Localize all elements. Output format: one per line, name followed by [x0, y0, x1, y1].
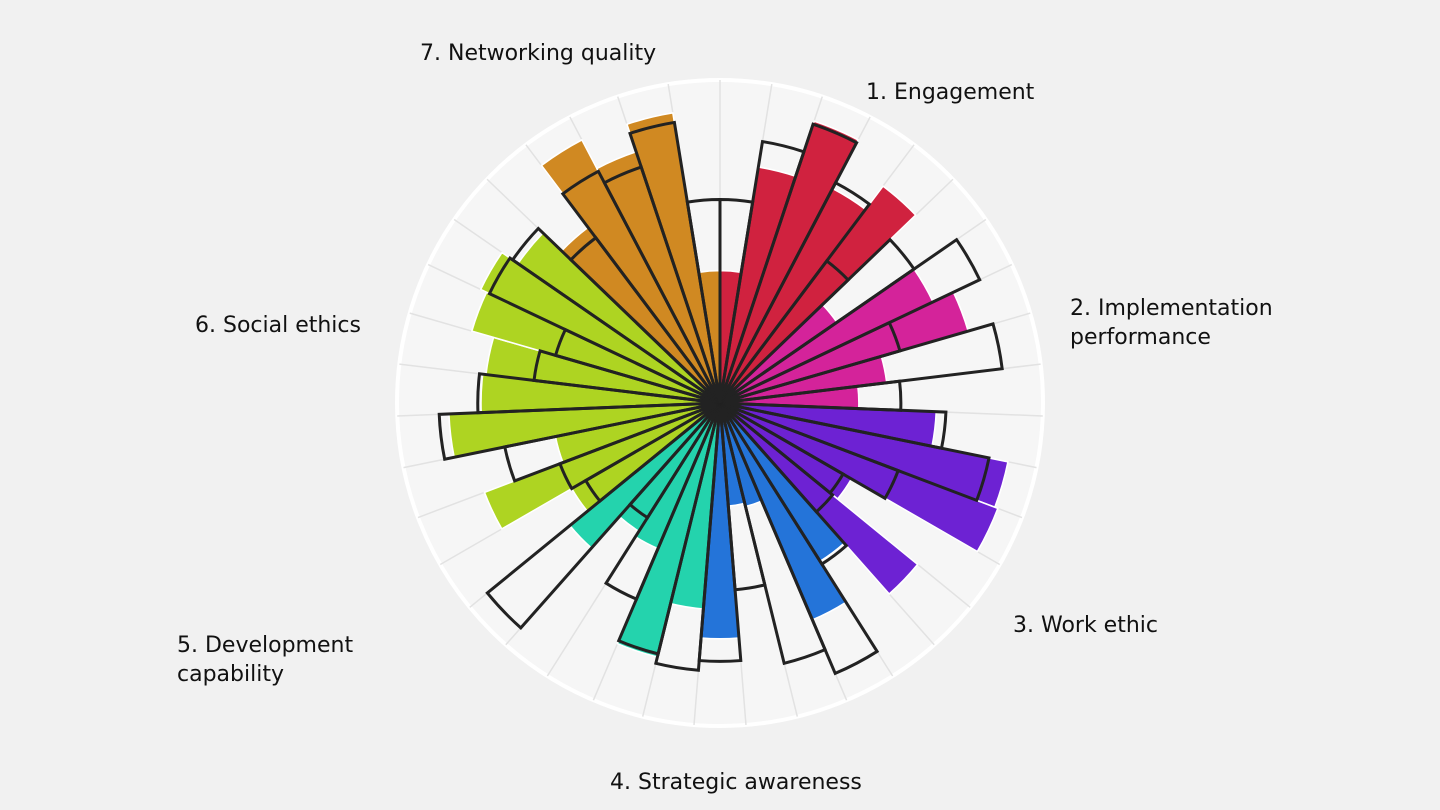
target-outline-g5-3 [603, 402, 722, 602]
group-label-work-ethic: 3. Work ethic [1013, 613, 1158, 638]
target-outline-g6-9 [510, 226, 722, 405]
target-outline-g5-5 [485, 401, 722, 630]
target-outline-g4-3 [718, 402, 828, 666]
group-label-social-ethics: 6. Social ethics [195, 313, 361, 338]
target-outline-g6-5 [476, 372, 721, 415]
target-outline-g6-8 [487, 255, 721, 405]
bar-g6-2 [483, 402, 721, 530]
group-label-engagement: 1. Engagement [866, 80, 1035, 105]
bar-g3-3 [719, 402, 999, 553]
target-outline-g4-2 [718, 402, 880, 676]
group-label-strategic-awareness: 4. Strategic awareness [610, 770, 862, 795]
target-outline-g3-2 [719, 401, 991, 503]
bar-g1-3 [719, 120, 859, 404]
target-outline-g5-2 [616, 402, 722, 656]
target-outline-g7-2 [560, 169, 722, 404]
bar-g1-5 [719, 185, 917, 404]
target-outline-g2-2 [719, 237, 982, 405]
target-outline-g6-4 [437, 401, 721, 461]
target-outline-g7-4 [628, 120, 722, 404]
bar-g3-5 [719, 402, 919, 595]
bar-g6-8 [479, 251, 721, 404]
target-outlines-layer [437, 120, 1004, 676]
target-outline-g7-5 [685, 198, 722, 404]
group-label-development-capability: 5. Development capability [177, 633, 354, 687]
target-outline-g1-3 [718, 122, 859, 404]
target-outline-g3-3 [719, 401, 901, 501]
target-outline-g1-4 [718, 180, 872, 404]
target-outline-g6-6 [532, 349, 721, 405]
target-outline-g2-4 [719, 322, 1004, 405]
bar-g7-2 [540, 139, 721, 404]
group-label-networking-quality: 7. Networking quality [420, 41, 657, 66]
group-label-implementation-performance: 2. Implementation performance [1070, 296, 1273, 350]
target-outline-g5-1 [654, 402, 722, 672]
